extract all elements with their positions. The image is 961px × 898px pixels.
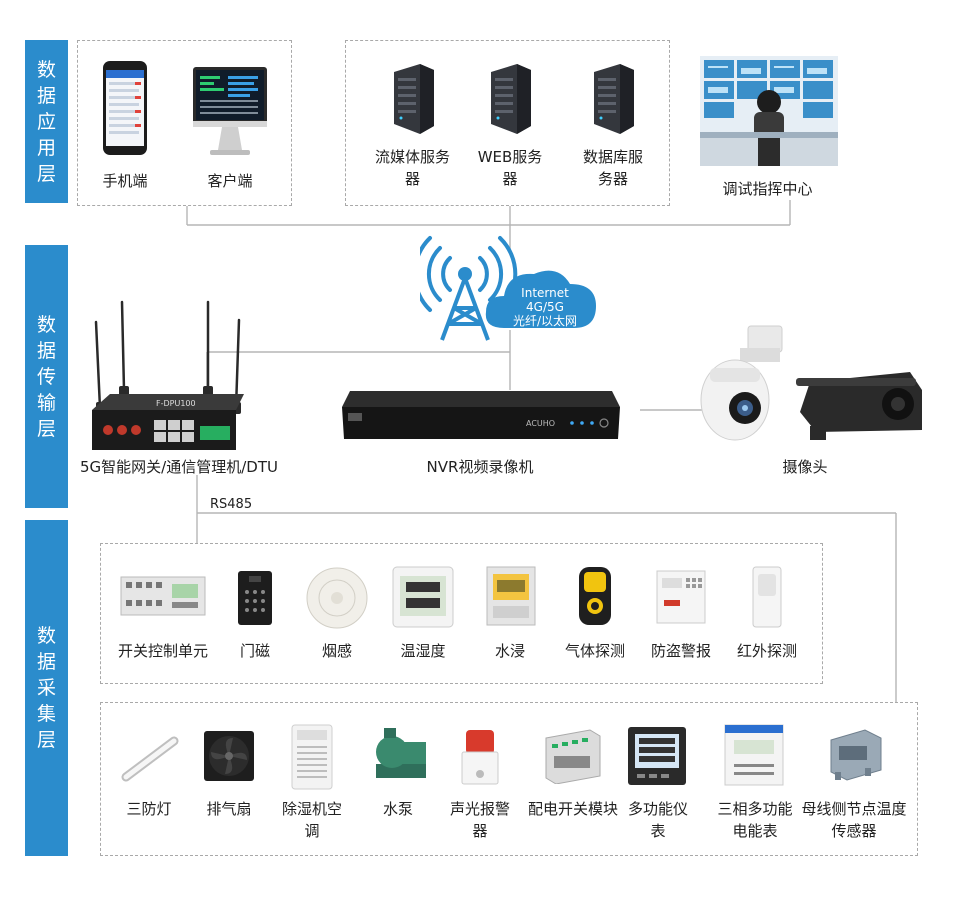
anti-theft-alarm-icon — [656, 570, 706, 624]
busbar-temperature-sensor-icon — [825, 728, 883, 782]
layer-collection-label: 数据采集层 — [36, 625, 56, 751]
nvr-brand-text: ACUHO — [526, 419, 555, 428]
mobile-label: 手机端 — [102, 172, 148, 190]
sensor-row2-label-0: 三防灯 — [126, 800, 172, 818]
smoke-detector-icon — [305, 566, 369, 630]
sound-light-alarm-icon — [460, 728, 500, 786]
sensor-row1-label-7: 红外探测 — [736, 642, 797, 660]
gateway-label: 5G智能网关/通信管理机/DTU — [80, 458, 278, 476]
door-magnet-icon — [237, 570, 273, 626]
sensor-row1-label-3: 温湿度 — [400, 642, 446, 660]
network-fiber-text: 光纤/以太网 — [512, 314, 578, 328]
layer-application-bar: 数据应用层 — [25, 40, 68, 203]
database-server-label: 数据库服务器 — [582, 148, 643, 188]
switch-control-unit-icon — [120, 576, 206, 616]
rs485-label: RS485 — [210, 497, 253, 512]
sensor-row2-label-2: 除湿机空调 — [281, 800, 342, 840]
signal-tower-icon — [420, 228, 600, 343]
water-leak-icon — [483, 566, 539, 626]
sensor-row2-label-7: 三相多功能电能表 — [717, 800, 793, 840]
debug-center-label: 调试指挥中心 — [722, 180, 813, 198]
layer-collection-bar: 数据采集层 — [25, 520, 68, 856]
camera-icon — [700, 320, 925, 445]
streaming-server-icon — [390, 62, 435, 134]
gas-detector-icon — [578, 566, 612, 626]
database-server-icon — [590, 62, 635, 134]
sensor-group-box — [100, 543, 823, 684]
water-pump-icon — [370, 724, 430, 782]
sensor-row1-label-6: 防盗警报 — [650, 642, 711, 660]
infrared-detector-icon — [752, 566, 782, 628]
distribution-switch-module-icon — [542, 728, 604, 784]
command-center-icon — [700, 56, 838, 166]
sensor-row2-label-3: 水泵 — [382, 800, 413, 818]
sensor-row1-label-0: 开关控制单元 — [117, 642, 208, 660]
desktop-monitor-icon — [192, 66, 268, 158]
web-server-label: WEB服务器 — [477, 148, 543, 188]
sensor-row2-label-5: 配电开关模块 — [528, 800, 619, 818]
streaming-server-label: 流媒体服务器 — [375, 148, 451, 188]
sensor-row2-label-1: 排气扇 — [206, 800, 252, 818]
sensor-row2-label-8: 母线侧节点温度传感器 — [801, 800, 907, 840]
layer-application-label: 数据应用层 — [36, 58, 56, 185]
tri-proof-light-icon — [120, 735, 180, 783]
sensor-row1-label-1: 门磁 — [239, 642, 270, 660]
client-group-box — [77, 40, 292, 206]
exhaust-fan-icon — [203, 730, 255, 782]
server-group-box — [345, 40, 670, 206]
sensor-row2-label-6: 多功能仪表 — [627, 800, 688, 840]
three-phase-meter-icon — [724, 724, 784, 786]
sensor-row1-label-4: 水浸 — [494, 642, 525, 660]
actuator-group-box — [100, 702, 918, 856]
mobile-phone-icon — [102, 60, 148, 156]
multifunction-meter-icon — [627, 726, 687, 786]
camera-label: 摄像头 — [782, 458, 828, 476]
dehumidifier-icon — [291, 724, 333, 790]
nvr-label: NVR视频录像机 — [426, 458, 534, 476]
nvr-recorder-icon: ACUHO — [340, 385, 622, 445]
sensor-row2-label-4: 声光报警器 — [449, 800, 510, 840]
client-label: 客户端 — [207, 172, 253, 190]
gateway-router-icon: F-DPU100 — [84, 298, 254, 453]
web-server-icon — [487, 62, 532, 134]
layer-transport-bar: 数据传输层 — [25, 245, 68, 508]
temperature-humidity-icon — [392, 566, 454, 628]
sensor-row1-label-5: 气体探测 — [564, 642, 625, 660]
layer-transport-label: 数据传输层 — [36, 313, 56, 440]
network-4g5g-text: 4G/5G — [526, 300, 564, 314]
router-brand-text: F-DPU100 — [156, 399, 196, 408]
network-internet-text: Internet — [521, 286, 569, 300]
sensor-row1-label-2: 烟感 — [321, 642, 352, 660]
